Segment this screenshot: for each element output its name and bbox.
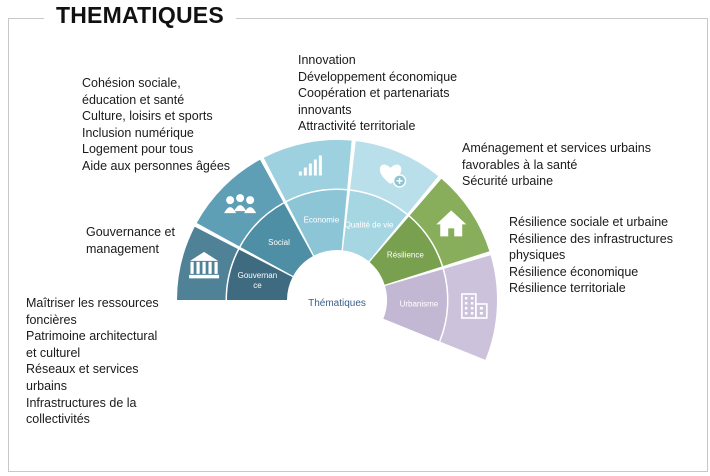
thematic-item-line: foncières: [26, 312, 77, 327]
thematic-item-line: Développement économique: [298, 69, 458, 84]
thematic-item-line: Aménagement et services urbains: [462, 141, 651, 155]
urbanisme-outer-segment: [440, 255, 498, 360]
economie-inner-label: Economie: [304, 216, 340, 225]
thematic-item-line: Gouvernance et: [86, 225, 175, 239]
city-buildings-icon: [461, 293, 488, 319]
urbanisme-inner-segment: [383, 269, 447, 342]
resilience-inner-label: Résilience: [387, 251, 424, 260]
thematic-item-line: Innovation: [298, 53, 356, 67]
qualite-inner-segment: [342, 190, 407, 262]
thematic-item-line: innovants: [298, 102, 352, 117]
thematic-item-line: Cohésion sociale,: [82, 76, 181, 90]
center-label: Thématiques: [308, 298, 366, 309]
thematic-item-line: et culturel: [26, 345, 81, 360]
thematic-item-line: Résilience des infrastructures: [509, 231, 673, 246]
urbanisme-inner-label: Urbanisme: [400, 300, 439, 309]
thematic-item-line: favorables à la santé: [462, 157, 578, 172]
thematiques-frame: [8, 18, 708, 472]
heart-plus-icon: [379, 164, 407, 188]
thematic-item-line: Aide aux personnes âgées: [82, 158, 231, 173]
resilience-inner-segment: [369, 216, 442, 285]
social-inner-label: Social: [268, 238, 290, 247]
qualite-inner-label: Qualité de vie: [345, 221, 394, 230]
bar-chart-icon: [298, 155, 322, 176]
thematic-item-line: Coopération et partenariats: [298, 86, 450, 101]
thematic-item-line: Maîtriser les ressources: [26, 296, 159, 310]
bank-building-icon: [189, 251, 220, 279]
gouvernance-inner-segment: [227, 249, 293, 300]
thematic-item-line: collectivités: [26, 412, 90, 427]
thematic-item-line: Résilience économique: [509, 264, 639, 279]
thematic-item-line: Logement pour tous: [82, 142, 194, 157]
economie-outer-segment: [263, 140, 352, 201]
gouvernance-inner-label: ce: [253, 281, 262, 290]
thematic-item-line: Infrastructures de la: [26, 395, 137, 410]
gouvernance-items: Gouvernance et management: [86, 224, 175, 257]
thematic-item-line: urbains: [26, 378, 67, 393]
qualite-items: Aménagement et services urbains favorable…: [462, 140, 651, 190]
thematic-item-line: Résilience territoriale: [509, 281, 626, 296]
people-group-icon: [224, 194, 257, 214]
thematic-item-line: management: [86, 241, 159, 256]
thematic-item-line: éducation et santé: [82, 92, 185, 107]
social-outer-segment: [196, 159, 284, 247]
page-title: THEMATIQUES: [44, 2, 236, 29]
thematic-item-line: Culture, loisirs et sports: [82, 109, 213, 124]
thematic-item-line: Attractivité territoriale: [298, 119, 416, 134]
thematic-item-line: Réseaux et services: [26, 362, 139, 377]
gouvernance-outer-segment: [177, 226, 238, 300]
thematic-item-line: Résilience sociale et urbaine: [509, 215, 669, 229]
thematic-item-line: physiques: [509, 248, 566, 263]
thematic-item-line: Inclusion numérique: [82, 125, 194, 140]
gouvernance-inner-label: Gouvernan: [238, 271, 278, 280]
social-inner-segment: [240, 203, 313, 276]
thematic-item-line: Patrimoine architectural: [26, 329, 158, 344]
house-icon: [436, 210, 467, 237]
economie-inner-segment: [286, 189, 348, 256]
thematic-item-line: Sécurité urbaine: [462, 174, 554, 189]
